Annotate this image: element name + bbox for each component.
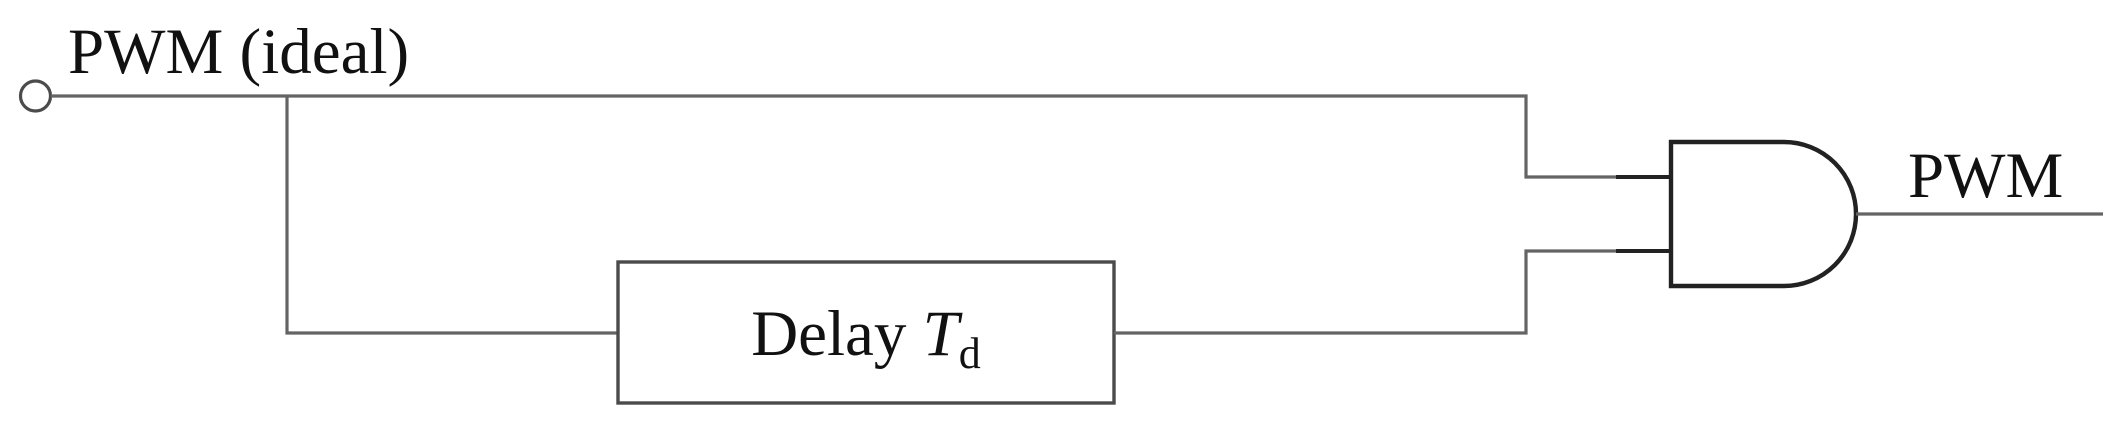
delay-block-label: Delay Td — [751, 298, 981, 378]
output-label: PWM — [1908, 140, 2063, 212]
bottom-input-wire — [1114, 249, 1668, 335]
input-label: PWM (ideal) — [68, 16, 409, 88]
delay-block-box — [616, 260, 1116, 405]
delay-label-subscript: d — [959, 329, 981, 378]
delay-label-symbol: T — [923, 298, 963, 370]
top-input-wire — [51, 94, 1668, 179]
and-gate — [1668, 139, 1859, 289]
branch-wire — [285, 96, 618, 335]
delay-label-prefix: Delay — [751, 298, 922, 370]
input-terminal-circle — [18, 79, 53, 113]
